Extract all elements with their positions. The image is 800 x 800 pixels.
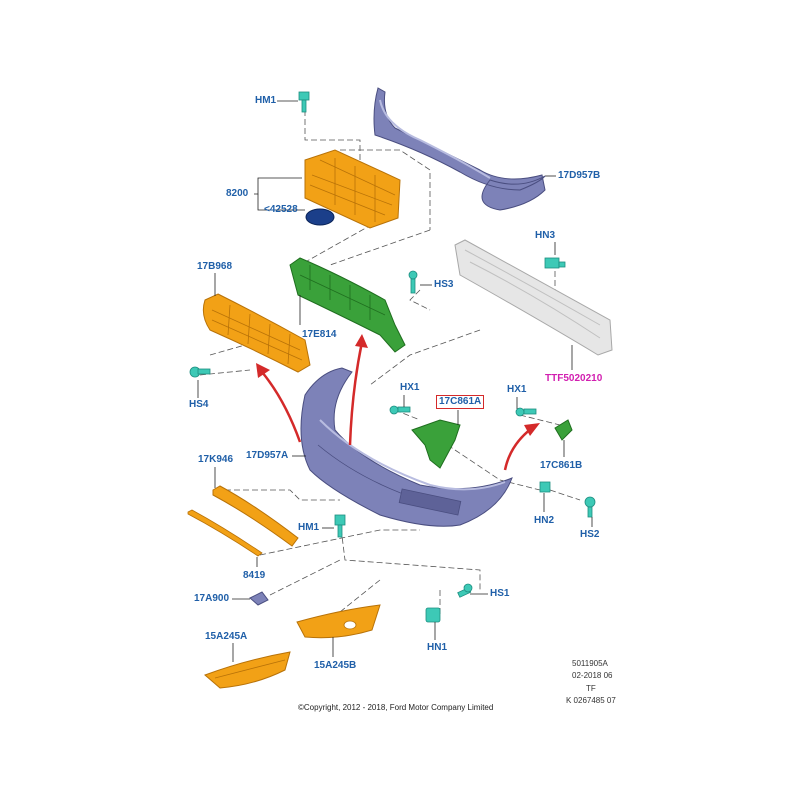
label-17a900: 17A900	[194, 593, 230, 604]
label-hs1: HS1	[490, 588, 510, 599]
bumper-reinforcement-beam	[454, 239, 613, 356]
arrow-to-bracket	[503, 427, 533, 471]
radiator-grille	[304, 149, 401, 229]
fastener-hs4	[189, 366, 211, 378]
tow-hook-cap	[249, 591, 269, 606]
label-17k946: 17K946	[198, 454, 234, 465]
front-bumper-cover	[300, 367, 513, 527]
diagram-catalog-number: K 0267485 07	[566, 696, 616, 705]
fastener-hx1-right	[515, 407, 537, 417]
arrow-heads	[256, 334, 540, 436]
arrow-to-support	[348, 341, 364, 446]
grille-trim-strip	[187, 509, 263, 557]
label-17b968: 17B968	[197, 261, 233, 272]
fog-lamp-bezel-left	[204, 651, 291, 689]
label-hn2: HN2	[534, 515, 555, 526]
fasteners	[189, 91, 596, 623]
fastener-hs2	[584, 496, 596, 518]
ford-emblem	[305, 208, 335, 226]
label-17c861a: 17C861A	[435, 395, 485, 409]
label-8419: 8419	[243, 570, 266, 581]
label-17e814: 17E814	[302, 329, 337, 340]
diagram-ref-code: 5011905A	[572, 659, 608, 668]
lower-trim-strip	[212, 485, 299, 547]
label-17d957b: 17D957B	[558, 170, 601, 181]
fastener-hs3	[408, 270, 418, 294]
fastener-hs1	[457, 583, 473, 598]
right-bracket	[554, 419, 573, 441]
fastener-hn2	[539, 481, 551, 493]
label-hn3: HN3	[535, 230, 556, 241]
label-15a245a: 15A245A	[205, 631, 248, 642]
label-hn1: HN1	[427, 642, 448, 653]
fastener-hm1-mid	[334, 514, 346, 538]
bumper-support-bracket	[289, 257, 406, 353]
label-hs2: HS2	[580, 529, 600, 540]
label-42528: <42528	[264, 204, 298, 215]
label-8200: 8200	[226, 188, 249, 199]
fastener-hn3	[544, 257, 566, 269]
copyright-notice: ©Copyright, 2012 - 2018, Ford Motor Comp…	[298, 703, 494, 712]
label-17c861b: 17C861B	[540, 460, 583, 471]
label-hm1-top: HM1	[255, 95, 277, 106]
label-hx1-left: HX1	[400, 382, 420, 393]
left-bracket	[411, 419, 461, 469]
fastener-hx1-left	[389, 405, 411, 415]
fog-lamp-bezel-right	[296, 604, 381, 639]
label-15a245b: 15A245B	[314, 660, 357, 671]
label-hs3: HS3	[434, 279, 454, 290]
label-17d957a: 17D957A	[246, 450, 289, 461]
label-hm1-mid: HM1	[298, 522, 320, 533]
diagram-date: 02-2018 06	[572, 671, 613, 680]
lower-grille	[202, 293, 311, 373]
upper-bumper-cover	[373, 87, 546, 211]
arrow-to-lower-grille	[261, 371, 302, 443]
label-leaders	[197, 100, 593, 662]
fastener-hm1-top	[298, 91, 310, 113]
label-ttf5020210: TTF5020210	[545, 373, 603, 384]
label-hx1-right: HX1	[507, 384, 527, 395]
fastener-hn1	[425, 607, 441, 623]
label-hs4: HS4	[189, 399, 209, 410]
diagram-model-code: TF	[586, 684, 596, 693]
